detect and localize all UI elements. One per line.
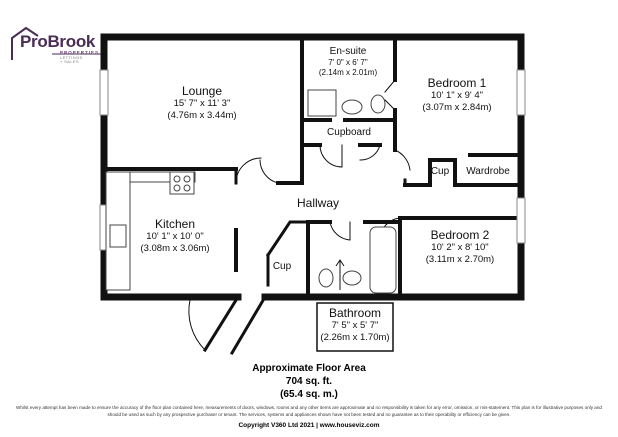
room-dimensions-metric: (2.14m x 2.01m) xyxy=(318,67,378,77)
room-name: Kitchen xyxy=(154,217,196,231)
room-wardrobe: Wardrobe xyxy=(466,166,510,177)
room-ensuite: En-suite 7' 0" x 6' 7" (2.14m x 2.01m) xyxy=(319,46,377,77)
room-lounge: Lounge 15' 7" x 11' 3" (4.76m x 3.44m) xyxy=(167,84,236,121)
floor-area-title: Approximate Floor Area xyxy=(252,363,366,374)
room-dimensions-imperial: 10' 2" x 8' 10" xyxy=(431,242,489,254)
house-roof-icon xyxy=(11,26,104,60)
room-dimensions-metric: (3.07m x 2.84m) xyxy=(422,101,492,113)
floor-area-sqm: (65.4 sq. m.) xyxy=(280,389,338,400)
floor-area-sqft: 704 sq. ft. xyxy=(285,376,333,387)
room-cup-2: Cup xyxy=(272,261,292,272)
logo-line1: PROPERTIES xyxy=(60,50,100,55)
floor-area: Approximate Floor Area 704 sq. ft. (65.4… xyxy=(252,362,366,401)
room-bedroom-1: Bedroom 1 10' 1" x 9' 4" (3.07m x 2.84m) xyxy=(422,76,491,113)
room-dimensions-imperial: 10' 1" x 10' 0" xyxy=(146,231,204,243)
room-dimensions-metric: (4.76m x 3.44m) xyxy=(167,109,237,121)
room-hallway: Hallway xyxy=(296,196,340,210)
room-name: En-suite xyxy=(329,46,367,57)
room-dimensions-metric: (2.26m x 1.70m) xyxy=(320,331,390,343)
room-bathroom: Bathroom 7' 5" x 5' 7" (2.26m x 1.70m) xyxy=(320,306,389,343)
room-dimensions-imperial: 10' 1" x 9' 4" xyxy=(430,90,484,102)
room-dimensions-imperial: 7' 5" x 5' 7" xyxy=(331,320,379,332)
room-name: Bathroom xyxy=(328,306,382,320)
room-dimensions-metric: (3.08m x 3.06m) xyxy=(140,242,210,254)
copyright: Copyright V360 Ltd 2021 | www.houseviz.c… xyxy=(238,422,380,429)
room-cupboard: Cupboard xyxy=(327,127,371,138)
room-name: Bedroom 2 xyxy=(430,228,490,242)
room-dimensions-imperial: 15' 7" x 11' 3" xyxy=(173,98,231,110)
logo-name: ProBrook xyxy=(20,32,96,51)
room-name: Lounge xyxy=(181,84,223,98)
room-name: Bedroom 1 xyxy=(427,76,487,90)
room-cup-1: Cup xyxy=(430,166,450,177)
logo-line2: LETTINGS + SALES xyxy=(60,56,83,64)
room-bedroom-2: Bedroom 2 10' 2" x 8' 10" (3.11m x 2.70m… xyxy=(426,228,494,265)
room-kitchen: Kitchen 10' 1" x 10' 0" (3.08m x 3.06m) xyxy=(140,217,209,254)
disclaimer: Whilst every attempt has been made to en… xyxy=(16,405,602,417)
room-dimensions-metric: (3.11m x 2.70m) xyxy=(425,253,495,265)
room-dimensions-imperial: 7' 0" x 6' 7" xyxy=(328,58,368,67)
